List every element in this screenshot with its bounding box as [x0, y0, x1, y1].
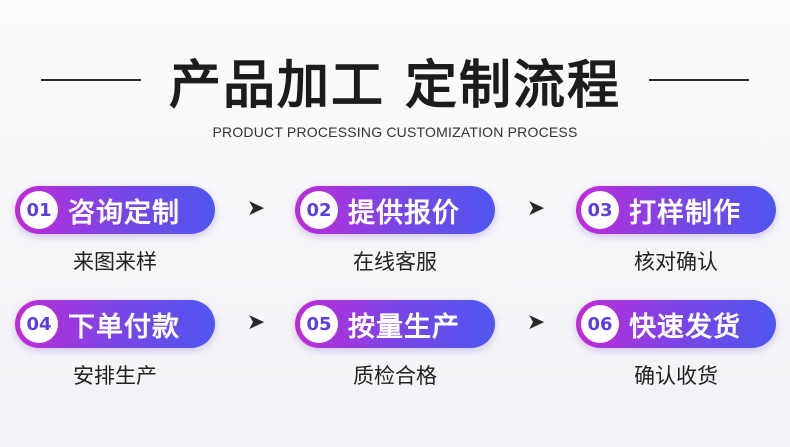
step-number: 05: [300, 305, 338, 343]
left-rule: [40, 79, 141, 81]
step-label: 提供报价: [348, 197, 460, 229]
step-pill: 06 快速发货: [576, 300, 776, 348]
header: 产品加工 定制流程 PRODUCT PROCESSING CUSTOMIZATI…: [0, 40, 790, 140]
page-subtitle: PRODUCT PROCESSING CUSTOMIZATION PROCESS: [212, 124, 578, 140]
title-row: 产品加工 定制流程: [0, 40, 790, 120]
step-label: 下单付款: [68, 311, 180, 343]
step-label: 打样制作: [629, 197, 741, 229]
step-pill: 03 打样制作: [576, 186, 776, 234]
arrow-right-icon: ➤: [246, 310, 266, 335]
step-number: 02: [300, 191, 338, 229]
step-number: 06: [581, 305, 619, 343]
step-pill: 05 按量生产: [295, 300, 495, 348]
step-pill: 01 咨询定制: [15, 186, 215, 234]
arrow-right-icon: ➤: [526, 196, 546, 221]
step-description: 安排生产: [73, 364, 157, 388]
step-label: 快速发货: [629, 311, 741, 343]
step-number: 04: [20, 305, 58, 343]
arrow-right-icon: ➤: [526, 310, 546, 335]
step-description: 确认收货: [634, 364, 718, 388]
step-label: 按量生产: [348, 311, 460, 343]
step-label: 咨询定制: [68, 197, 180, 229]
step-description: 在线客服: [353, 250, 437, 274]
step-description: 来图来样: [73, 250, 157, 274]
arrow-right-icon: ➤: [246, 196, 266, 221]
step-pill: 04 下单付款: [15, 300, 215, 348]
right-rule: [649, 79, 750, 81]
step-pill: 02 提供报价: [295, 186, 495, 234]
step-description: 核对确认: [634, 250, 718, 274]
step-description: 质检合格: [353, 364, 437, 388]
step-number: 03: [581, 191, 619, 229]
page-title: 产品加工 定制流程: [168, 55, 622, 116]
step-number: 01: [20, 191, 58, 229]
